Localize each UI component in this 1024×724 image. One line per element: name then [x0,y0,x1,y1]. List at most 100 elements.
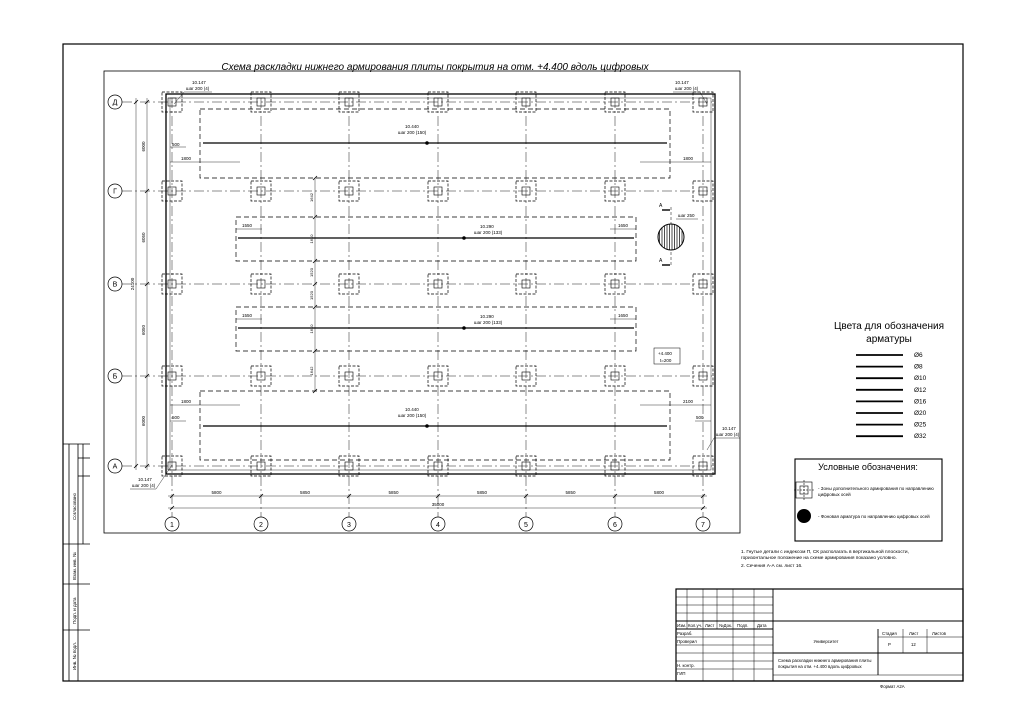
section-step: шаг 250 [678,213,695,218]
column [604,273,626,295]
legend-label: Ø32 [914,433,927,440]
column [604,180,626,202]
column [427,365,449,387]
legend-item: Ø10 [856,375,927,382]
side-inv: Инв. № подл. [72,642,77,670]
column [250,180,272,202]
dim-2100-br: 2100 [683,399,694,404]
rebar-dimlines [170,146,711,422]
axis-bubble-1: 1 [164,516,180,532]
column [427,180,449,202]
tb-title-1: Схема раскладки нижнего армирования плит… [778,658,871,663]
legend-item: Ø32 [856,433,927,440]
sheet-frame [62,43,964,682]
tb-h-podp: Подп. [737,623,748,628]
dim-bottom: 5800 [211,490,222,495]
column [338,455,360,477]
tb-razrab: Разраб. [677,631,692,636]
corner-leaders [130,91,740,490]
reinforcement-zones [199,108,671,461]
column [515,455,537,477]
rebar-dots [425,141,466,428]
note-1: 1. Гнутые детали с индексом П, СК распол… [741,548,909,555]
column [692,273,714,295]
column [250,91,272,113]
column [161,180,183,202]
tb-h-data: Дата [757,623,767,628]
rebar-legend: Цвета для обозначения арматуры Ø6Ø8Ø10Ø1… [834,320,944,440]
column [515,91,537,113]
dim-1550-2: 1550 [242,313,253,318]
dim-500-t: 500 [172,142,180,147]
dim-inner: 1610 [309,234,314,244]
column [161,455,183,477]
column [427,273,449,295]
column [250,455,272,477]
corner-tl-a: 10.147 [192,80,206,85]
legend-label: Ø6 [914,352,923,359]
title-block [675,588,964,682]
side-vzam: Взам. инв. № [72,552,77,580]
tb-stage: Р [888,642,891,647]
label-bot-a: 10.440 [405,407,419,412]
legend-label: Ø8 [914,364,923,371]
tb-lists-h: Листов [932,631,947,636]
tb-h-izm: Изм. [677,623,686,628]
legend-item: Ø8 [856,364,923,371]
tb-proveril: Проверил [677,639,697,644]
axis-bubble-В: В [107,276,123,292]
dim-bottom: 5850 [300,490,311,495]
dim-left-total: 24100 [130,277,135,290]
corner-tl-b: шаг 200 (4) [186,86,210,91]
label-mid1-b: шаг 200 (133) [474,230,503,235]
tb-list-h: Лист [909,631,918,636]
dim-inner: 1520 [309,290,314,300]
side-stamp [63,443,90,681]
column [338,365,360,387]
dim-total: 35000 [432,502,445,507]
axis-label: 5 [524,522,528,529]
label-mid2-b: шаг 200 (133) [474,320,503,325]
legend-label: Ø25 [914,422,927,429]
label-mid1-a: 10.290 [480,224,494,229]
legend-item: Ø6 [856,352,923,359]
background-rebar-icon [797,509,811,523]
column [427,91,449,113]
tb-gip: ГИП [677,671,686,676]
legend-label: Ø16 [914,398,927,405]
legend-label: Ø20 [914,410,927,417]
axis-bubble-А: А [107,458,123,474]
title-block-text: Изм. Кол.уч. Лист №Док. Подп. Дата Разра… [677,623,947,689]
dim-bottom: 5850 [388,490,399,495]
mark-thick: t=200 [660,358,672,363]
axis-label: 1 [170,522,174,529]
note-2: горизонтальное положение на схеме армиро… [741,556,897,561]
axis-bubble-5: 5 [518,516,534,532]
elevation-mark: +4.400 t=200 [653,347,681,365]
drawing-title: Схема раскладки нижнего армирования плит… [221,61,649,73]
corner-tr-a: 10.147 [675,80,689,85]
section-label-bot: А [659,258,663,264]
column [427,455,449,477]
legend-item: Ø16 [856,398,927,405]
column [515,273,537,295]
column [604,365,626,387]
column [338,91,360,113]
axis-bubble-6: 6 [607,516,623,532]
label-mid2-a: 10.290 [480,314,494,319]
side-soglasovano: Согласовано [72,492,77,520]
column [250,365,272,387]
column [161,273,183,295]
corner-br-a: 10.147 [722,426,736,431]
column [692,180,714,202]
notes: 1. Гнутые детали с индексом П, СК распол… [741,548,909,569]
dim-500-br: 500 [696,415,704,420]
drawing-frame [103,70,741,534]
axis-bubble-4: 4 [430,516,446,532]
dim-inner: 1642 [309,192,314,202]
note-3: 2. Сечения А-А см. лист 16. [741,563,803,569]
axis-grid [122,98,712,520]
dim-1800-tl: 1800 [181,156,192,161]
section-label-top: А [659,203,663,209]
